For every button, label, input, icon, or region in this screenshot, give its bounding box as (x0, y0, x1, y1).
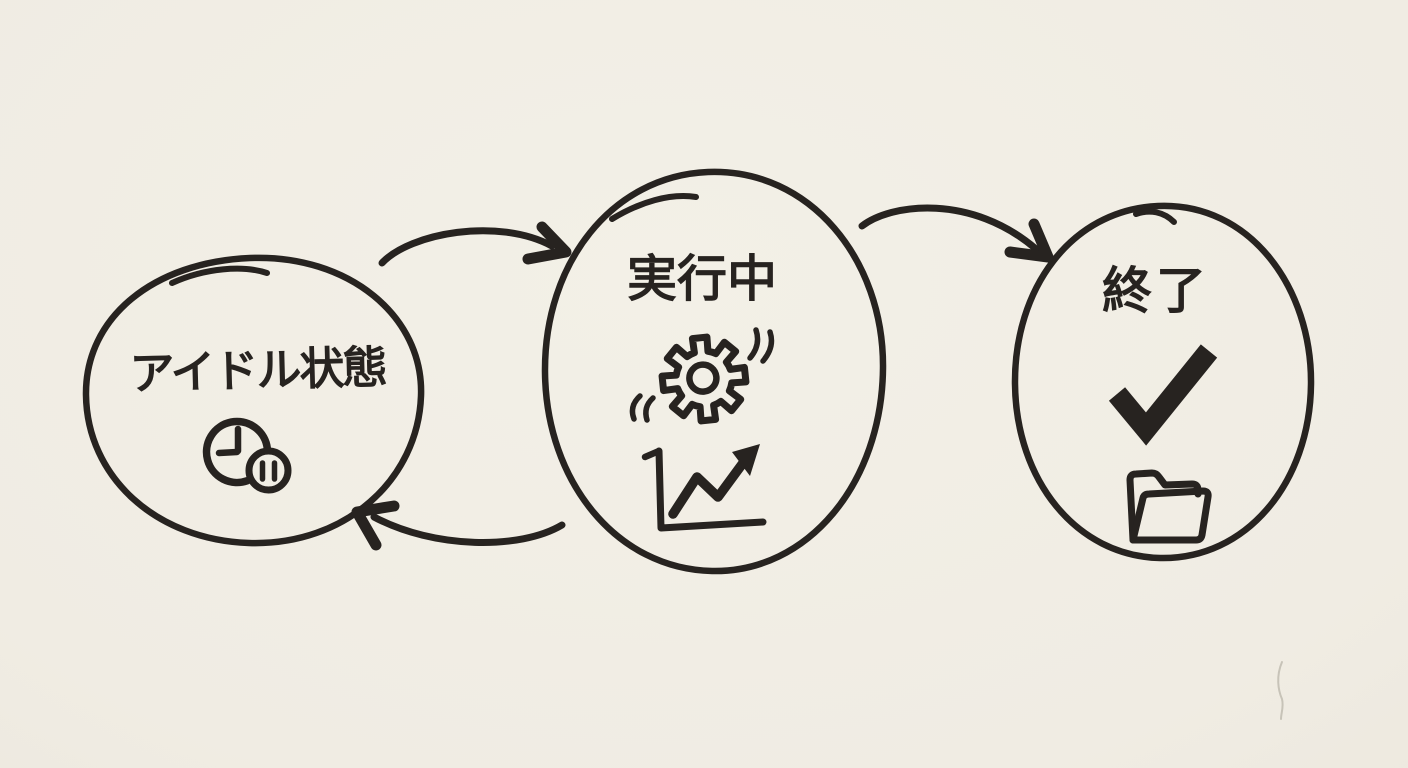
trend-chart-icon (641, 444, 767, 532)
arrowhead-running-to-idle (351, 500, 400, 551)
running-state-label: 実行中 (627, 250, 777, 308)
gear-hub (686, 361, 720, 395)
running-ellipse (541, 168, 887, 575)
idle-ellipse (82, 254, 425, 547)
idle-ellipse-overlap-stroke (169, 265, 270, 286)
clock-icon (202, 417, 272, 487)
folder-icon (1126, 469, 1212, 544)
trend-arrowhead (732, 444, 760, 476)
finished-state-label: 終了 (1102, 262, 1210, 320)
finished-ellipse-overlap-stroke (1133, 208, 1177, 225)
gear-motion-lines (629, 327, 775, 423)
pause-badge-icon (245, 447, 292, 494)
edge-running-to-finished (858, 204, 1054, 263)
arrowhead-idle-to-running (522, 221, 572, 265)
state-node-finished: 終了 (1011, 202, 1315, 562)
running-ellipse-overlap-stroke (609, 193, 699, 222)
arrowhead-running-to-finished (1004, 218, 1054, 263)
state-node-idle: アイドル状態 (82, 254, 425, 547)
edge-idle-to-running (378, 221, 572, 267)
gear-icon (658, 333, 750, 425)
finished-ellipse (1011, 202, 1315, 562)
edge-running-to-idle (351, 500, 566, 551)
pencil-scratch (1277, 661, 1284, 720)
checkmark-icon (1108, 344, 1218, 446)
clock-hands (215, 425, 242, 457)
state-node-running: 実行中 (541, 168, 887, 575)
idle-state-label: アイドル状態 (129, 341, 387, 401)
